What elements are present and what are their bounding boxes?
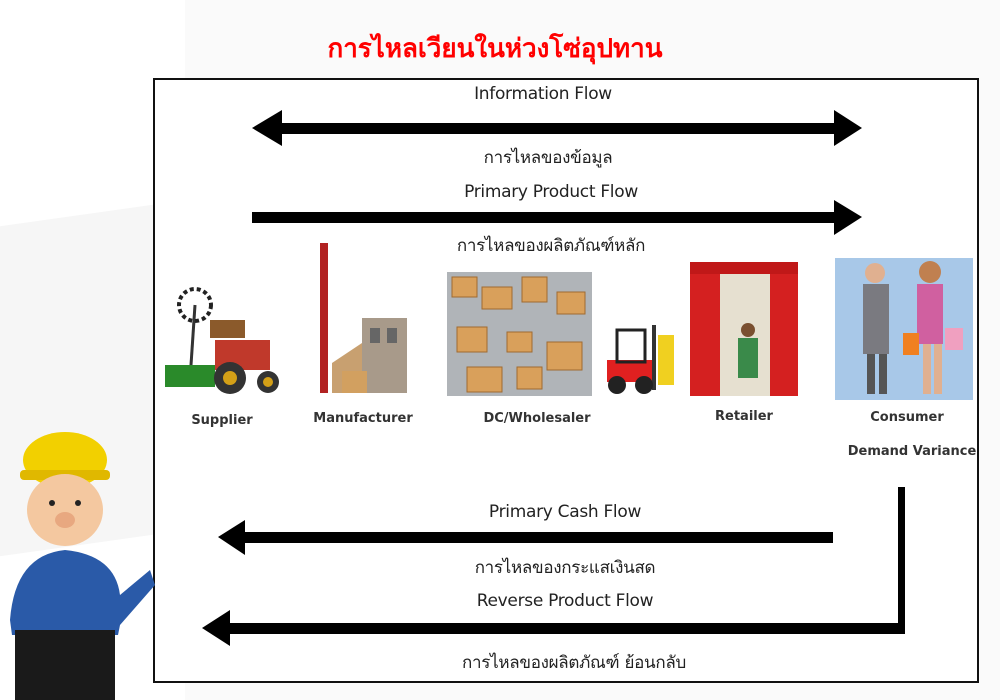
consumer-label: Consumer xyxy=(870,410,944,425)
information-flow-arrow xyxy=(252,110,862,146)
supplier-farm-illustration xyxy=(165,287,279,394)
wholesaler-label: DC/Wholesaler xyxy=(483,411,591,426)
primary-cash-flow-label: Primary Cash Flow xyxy=(488,502,642,522)
manufacturer-label: Manufacturer xyxy=(313,411,413,426)
information-flow-label: Information Flow xyxy=(474,84,612,104)
reverse-product-flow-thai-label: การไหลของผลิตภัณฑ์ ย้อนกลับ xyxy=(462,653,686,673)
retailer-label: Retailer xyxy=(715,409,773,424)
supplier-label: Supplier xyxy=(191,413,253,428)
primary-product-flow-arrow xyxy=(252,200,862,235)
wholesaler-warehouse-illustration xyxy=(447,272,592,396)
reverse-product-flow-label: Reverse Product Flow xyxy=(476,591,654,611)
primary-cash-flow-arrow xyxy=(218,520,833,555)
worker-cartoon-illustration xyxy=(10,432,155,700)
primary-cash-flow-thai-label: การไหลของกระแสเงินสด xyxy=(474,558,656,578)
reverse-product-flow-arrow xyxy=(202,487,905,646)
demand-variance-label: Demand Variance xyxy=(847,444,977,459)
information-flow-thai-label: การไหลของข้อมูล xyxy=(483,148,613,168)
page-title: การไหลเวียนในห่วงโซ่อุปทาน xyxy=(0,28,1000,69)
primary-product-flow-label: Primary Product Flow xyxy=(464,182,638,202)
primary-product-flow-thai-label: การไหลของผลิตภัณฑ์หลัก xyxy=(456,236,646,256)
consumer-shoppers-illustration xyxy=(835,258,973,400)
manufacturer-factory-illustration xyxy=(320,243,407,393)
retailer-store-illustration xyxy=(690,262,798,396)
title-text: การไหลเวียนในห่วงโซ่อุปทาน xyxy=(327,34,663,64)
forklift-illustration xyxy=(607,325,674,394)
